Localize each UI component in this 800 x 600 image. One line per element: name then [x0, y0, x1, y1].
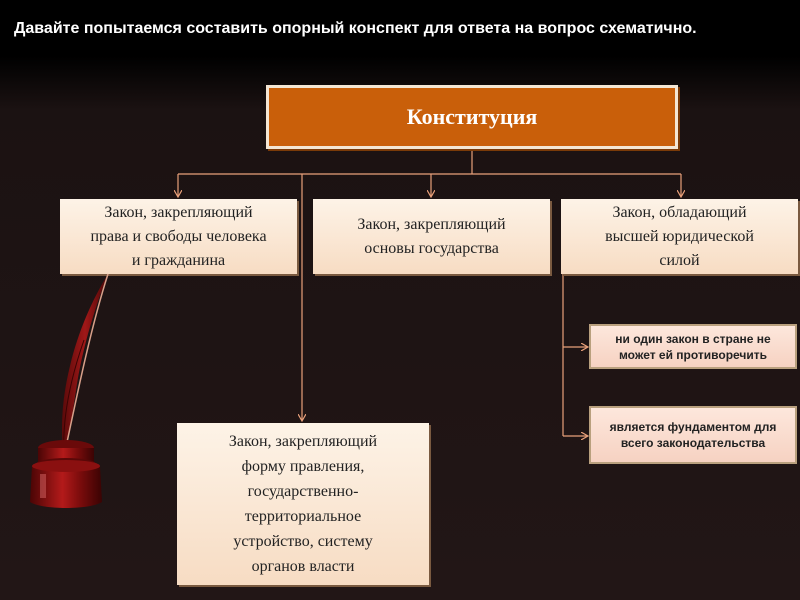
government-form-box: Закон, закрепляющий форму правления, гос…	[177, 423, 429, 585]
detail-line: может ей противоречить	[618, 347, 768, 362]
box-line: высшей юридической	[605, 227, 754, 245]
box-line: основы государства	[364, 240, 499, 257]
box-line: Закон, закрепляющий	[357, 216, 506, 233]
box-line: органов власти	[251, 558, 355, 575]
box-line: Закон, обладающий	[612, 203, 747, 221]
box-line: устройство, систему	[233, 533, 373, 550]
box-line: Закон, закрепляющий	[228, 433, 378, 450]
supreme-force-box: Закон, обладающий высшей юридической сил…	[561, 199, 798, 274]
box-line: права и свободы человека	[90, 227, 267, 245]
box-line: Закон, закрепляющий	[104, 203, 253, 221]
detail-line: ни один закон в стране не	[615, 331, 771, 346]
rights-law-box: Закон, закрепляющий права и свободы чело…	[60, 199, 297, 274]
box-line: силой	[659, 251, 700, 269]
no-contradiction-box: ни один закон в стране не может ей проти…	[589, 324, 797, 369]
box-line: территориальное	[244, 508, 362, 525]
detail-line: для всего	[620, 420, 777, 450]
detail-line: законодательства	[656, 436, 766, 450]
foundation-box: является фундаментом для всего законодат…	[589, 406, 797, 464]
box-line: государственно-	[247, 483, 359, 500]
state-foundations-box: Закон, закрепляющий основы государства	[313, 199, 550, 274]
detail-line: является фундаментом	[609, 420, 751, 434]
box-line: и гражданина	[131, 251, 226, 269]
quill-inkwell-icon	[30, 273, 109, 508]
box-line: форму правления,	[241, 458, 365, 475]
slide-title: Давайте попытаемся составить опорный кон…	[14, 20, 697, 37]
constitution-box: Конституция	[266, 85, 678, 149]
